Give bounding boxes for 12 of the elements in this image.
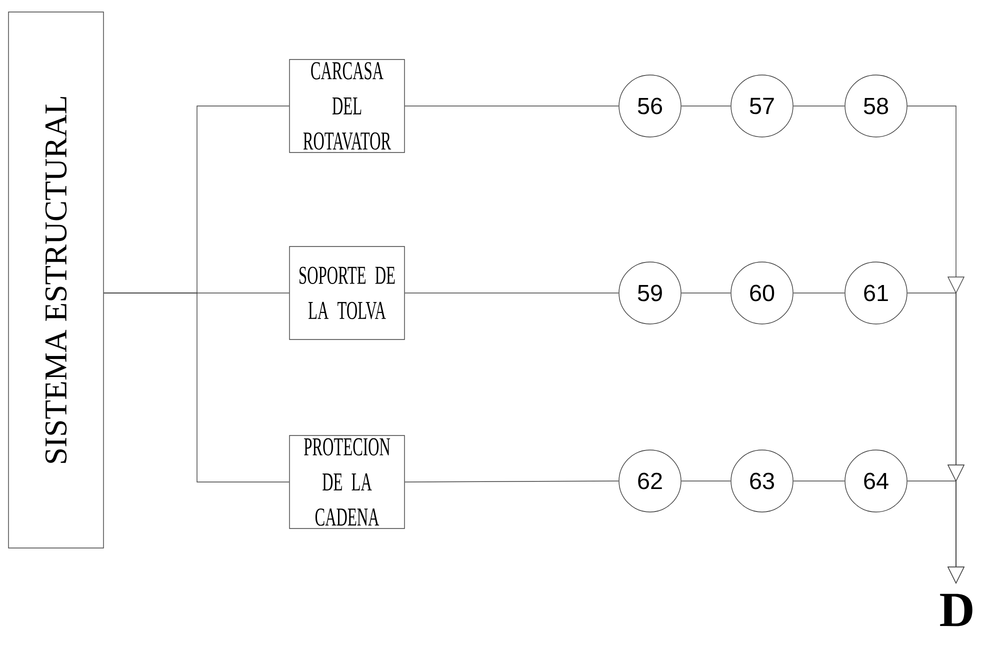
process-box: PROTECION DE LA CADENA [289,435,405,529]
process-box: SOPORTE DE LA TOLVA [289,246,405,340]
connector-line [404,480,619,482]
connector-line [104,292,290,482]
process-box: CARCASA DEL ROTAVATOR [289,59,405,153]
connector-line [681,480,731,482]
connector-letter: D [940,594,972,626]
connector-line [404,292,619,294]
connector-line [793,292,845,294]
connector-line [681,292,731,294]
connector-line [793,480,845,482]
system-box: SISTEMA ESTRUCTURAL [8,12,104,548]
